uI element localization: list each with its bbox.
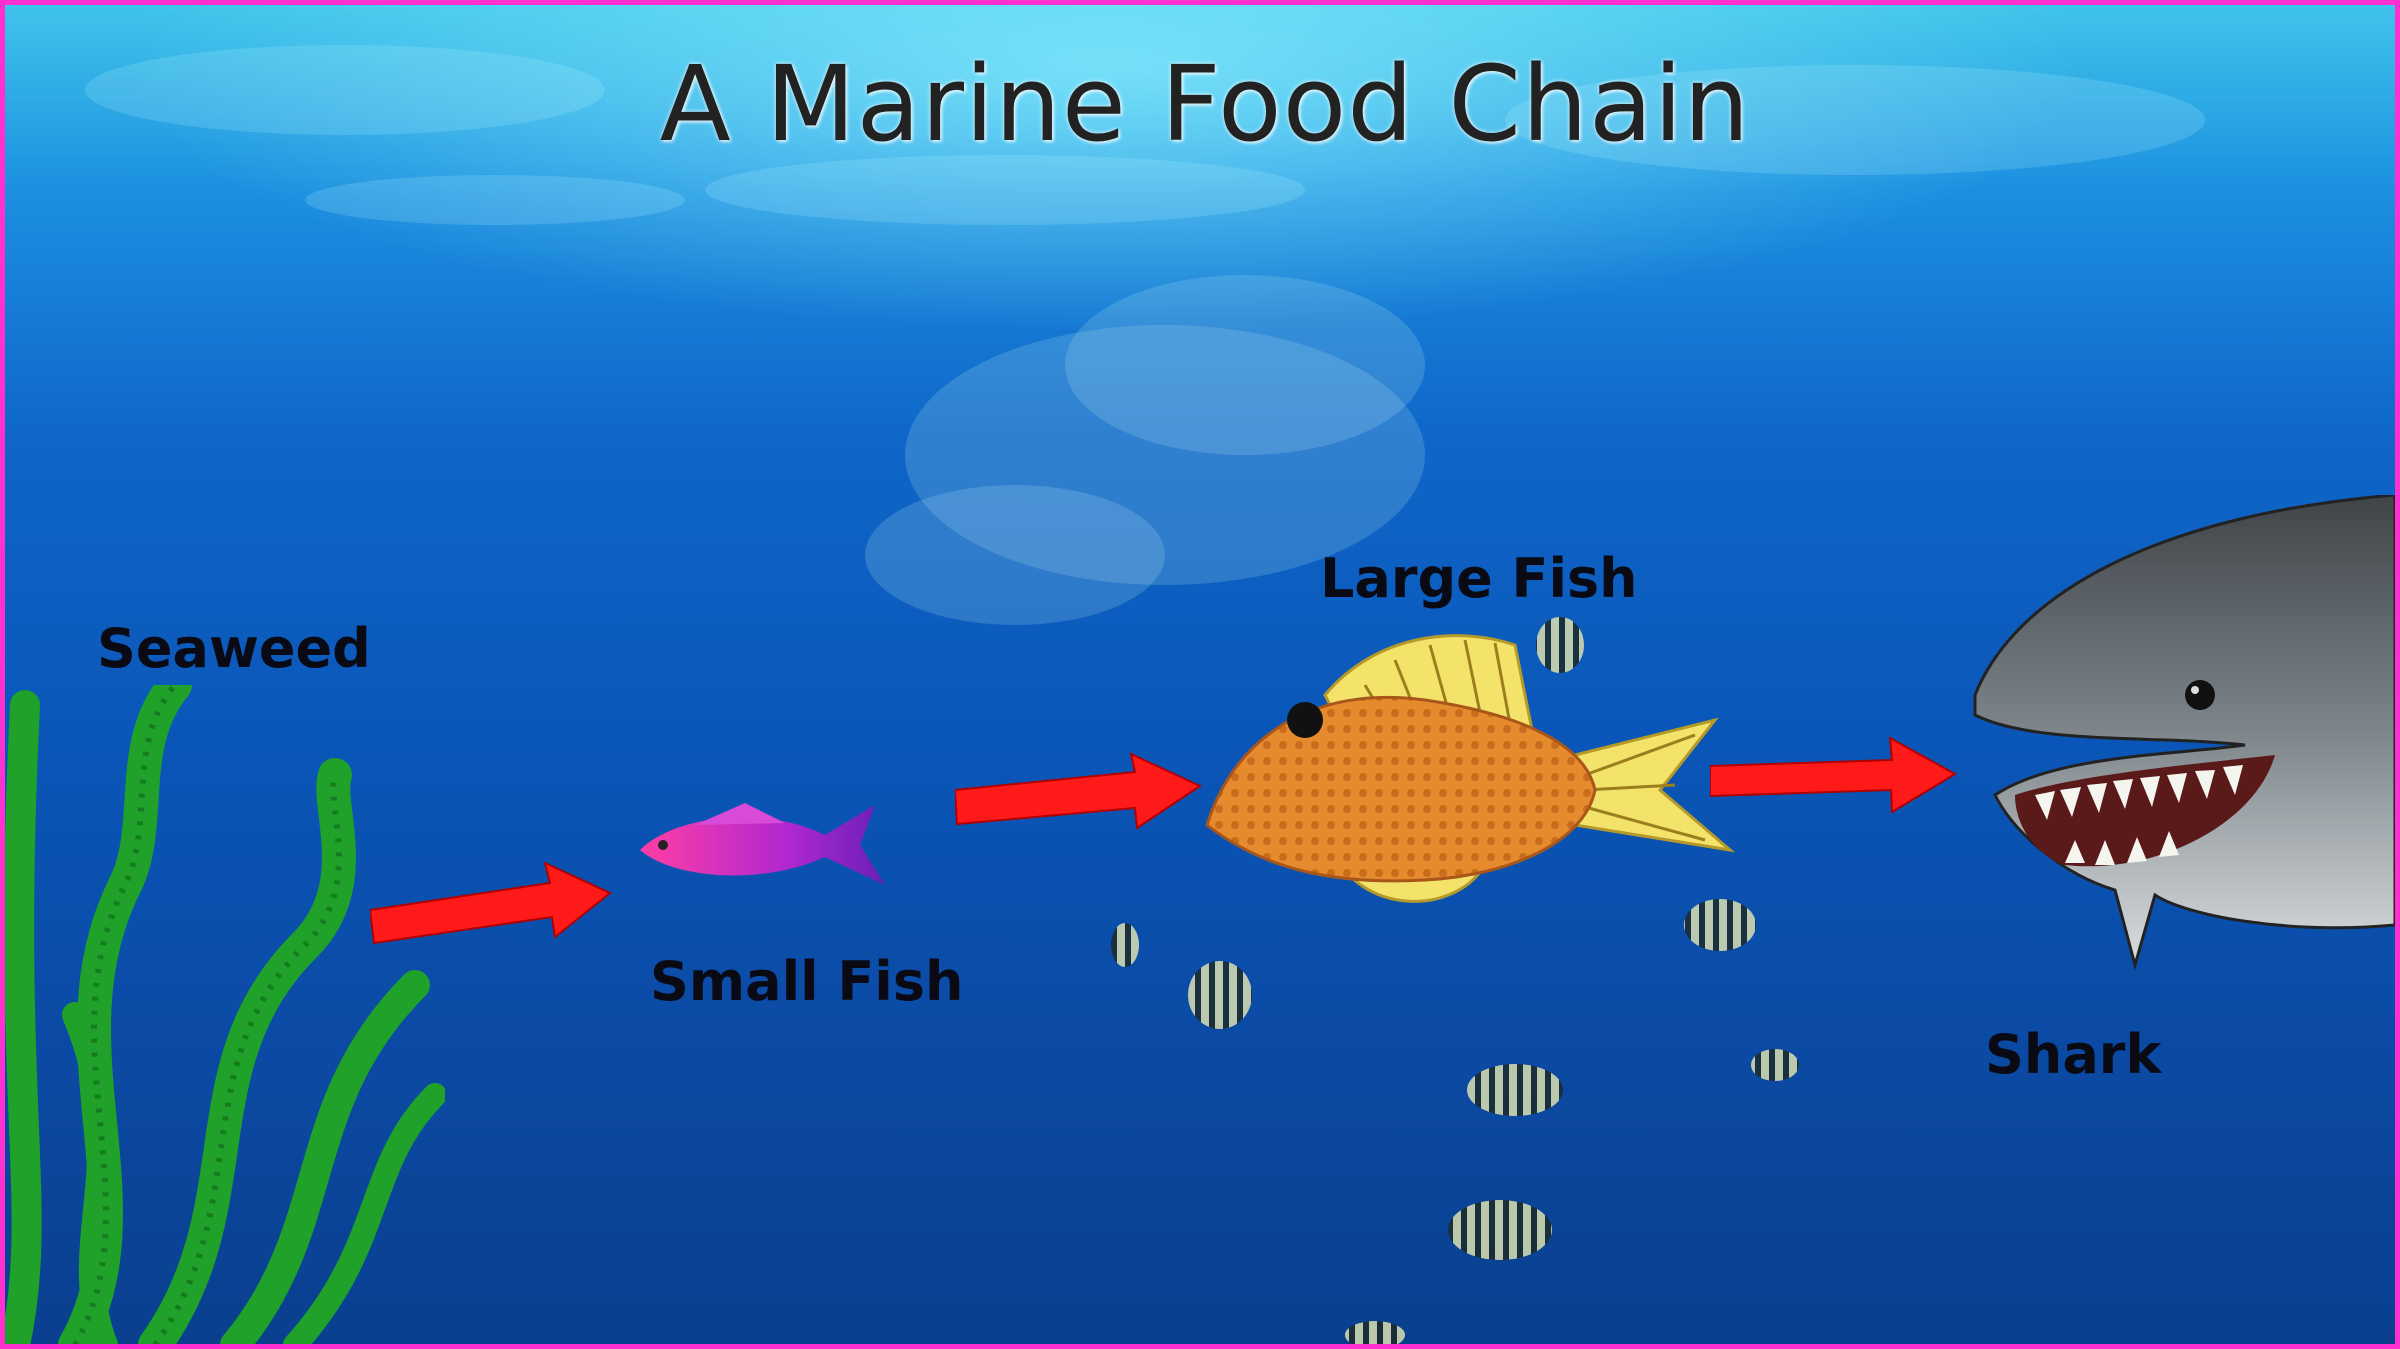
seaweed-icon [5, 685, 445, 1345]
page-title: A Marine Food Chain [5, 43, 2400, 165]
large-fish-icon [1195, 625, 1735, 925]
shark-icon [1955, 495, 2395, 975]
arrow-icon [370, 855, 620, 955]
arrow-icon [955, 750, 1205, 840]
small-fish-icon [635, 795, 895, 895]
organism-label-seaweed: Seaweed [97, 617, 371, 680]
arrow-icon [1710, 730, 1960, 820]
organism-label-shark: Shark [1985, 1023, 2161, 1086]
organism-label-large-fish: Large Fish [1320, 547, 1638, 610]
organism-label-small-fish: Small Fish [650, 950, 963, 1013]
